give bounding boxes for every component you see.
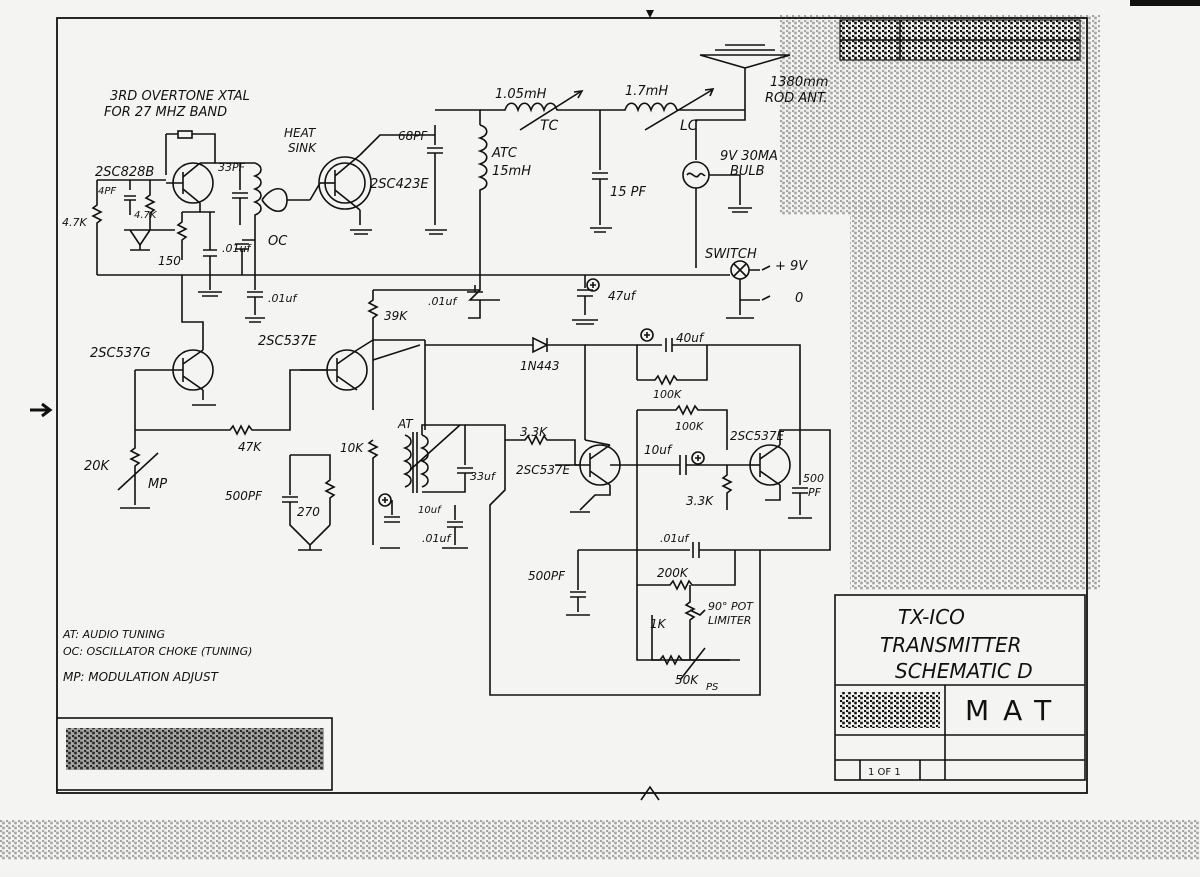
label-diode: 1N443 — [520, 359, 560, 373]
label-heat-2: SINK — [288, 141, 317, 155]
label-q5: 2SC537E — [516, 463, 571, 477]
label-39k: 39K — [384, 309, 408, 323]
label-switch: SWITCH — [705, 247, 757, 262]
top-right-title-strip — [839, 19, 1081, 61]
label-100k-a: 100K — [653, 388, 682, 401]
label-47uf: 47uf — [608, 289, 637, 303]
label-c01-c: .01uf — [428, 295, 458, 308]
label-4pf: 4PF — [98, 186, 116, 197]
transistor-q6 — [749, 444, 791, 486]
label-40uf: 40uf — [676, 331, 705, 345]
label-bulb-1: 9V 30MA — [720, 149, 778, 164]
title-line-3: SCHEMATIC D — [895, 659, 1033, 683]
label-atc-1: ATC — [491, 146, 518, 161]
copyright-stamp — [56, 717, 333, 791]
title-sheet: 1 OF 1 — [868, 767, 901, 778]
label-3-3k-a: 3.3K — [520, 425, 548, 439]
title-line-2: TRANSMITTER — [880, 633, 1022, 657]
label-c01-e: .01uf — [660, 532, 690, 545]
label-q2: 2SC423E — [370, 177, 429, 192]
label-pot-2: LIMITER — [708, 614, 751, 627]
label-tc: TC — [540, 118, 559, 134]
drawing-border — [56, 17, 1088, 794]
note-line-3: MP: MODULATION ADJUST — [63, 670, 220, 684]
label-mp: MP — [148, 477, 167, 492]
label-270: 270 — [297, 505, 320, 519]
label-20k: 20K — [84, 459, 111, 474]
label-15pf: 15 PF — [610, 185, 647, 200]
label-10uf-b: 10uf — [644, 443, 673, 457]
label-500pf-c: 500PF — [528, 569, 566, 583]
label-ant-2: ROD ANT. — [765, 91, 828, 106]
label-c01-b: .01uf — [268, 292, 298, 305]
label-plus-9v: + 9V — [775, 259, 808, 274]
label-4-7k-a: 4.7K — [62, 216, 87, 229]
label-atc-2: 15mH — [492, 164, 531, 179]
label-q4: 2SC537G — [90, 346, 151, 361]
label-oc: OC — [268, 234, 288, 249]
label-3-3k-b: 3.3K — [686, 494, 714, 508]
note-line-1: AT: AUDIO TUNING — [62, 628, 165, 641]
label-heat-1: HEAT — [284, 126, 317, 140]
label-q6: 2SC537E — [730, 429, 785, 443]
label-zero: 0 — [795, 291, 803, 306]
label-47k: 47K — [238, 440, 262, 454]
label-bulb-2: BULB — [730, 164, 765, 179]
transistor-q2 — [309, 154, 372, 211]
label-ant-1: 1380mm — [770, 75, 828, 90]
label-50k: 50K — [675, 673, 699, 687]
label-500-b: 500 — [803, 472, 824, 485]
transistor-q1 — [166, 162, 214, 204]
label-10uf-a: 10uf — [418, 505, 442, 516]
transistor-q4 — [135, 349, 214, 391]
label-100k-b: 100K — [675, 420, 704, 433]
label-c01-a: .01uf — [222, 242, 252, 255]
label-33pf: 33PF — [218, 161, 246, 174]
label-pot-1: 90° POT — [708, 600, 754, 613]
label-33uf: 33uf — [470, 470, 497, 483]
label-500-b-pf: PF — [808, 486, 822, 499]
label-10k: 10K — [340, 441, 364, 455]
label-q3: 2SC537E — [258, 334, 317, 349]
label-1-7mh: 1.7mH — [625, 84, 668, 99]
label-ps: PS — [706, 682, 719, 693]
label-at: AT — [397, 417, 414, 431]
label-c01-d: .01uf — [422, 532, 452, 545]
label-1k: 1K — [650, 617, 667, 631]
label-q1: 2SC828B — [95, 165, 154, 180]
label-4-7k-b: 4.7K — [134, 210, 158, 221]
label-68pf: 68PF — [398, 129, 429, 143]
title-logo: MAT — [965, 694, 1065, 727]
title-model: TX-ICO — [898, 605, 965, 629]
label-xtal-2: FOR 27 MHZ BAND — [104, 105, 227, 120]
label-500pf-a: 500PF — [225, 489, 263, 503]
label-xtal-1: 3RD OVERTONE XTAL — [110, 89, 250, 104]
label-150: 150 — [158, 254, 181, 268]
label-lc: LC — [680, 118, 698, 134]
label-1-05mh: 1.05mH — [495, 87, 547, 102]
label-200k: 200K — [657, 566, 689, 580]
title-block — [834, 594, 1086, 781]
note-line-2: OC: OSCILLATOR CHOKE (TUNING) — [63, 645, 252, 658]
